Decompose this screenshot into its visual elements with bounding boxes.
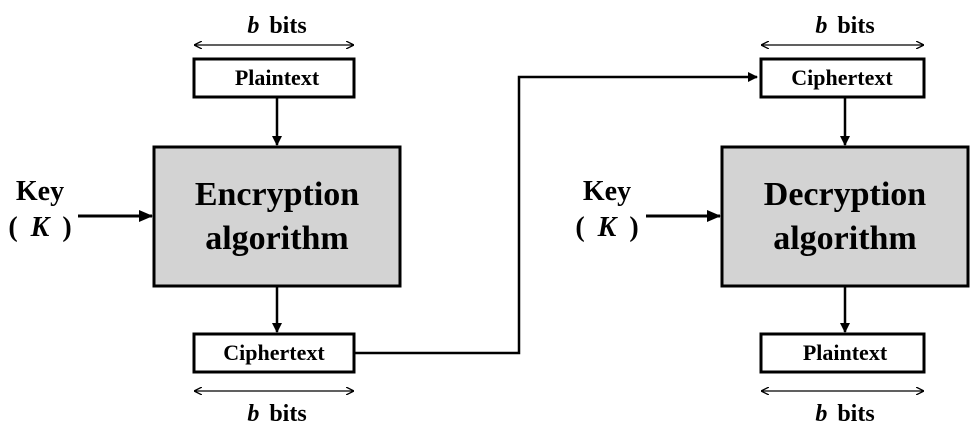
decryption-algorithm-box	[720, 145, 970, 288]
encryption-plaintext-box	[192, 57, 356, 99]
encryption-plaintext-label: Plaintext	[235, 65, 320, 90]
encryption-bits-top-label: b bits	[247, 13, 306, 39]
decryption-plaintext-box	[759, 332, 926, 374]
encryption-ciphertext-box	[192, 332, 356, 374]
encryption-algorithm-box	[152, 145, 402, 288]
encryption-key-symbol: ( K )	[8, 212, 71, 243]
encryption-algorithm-title-line2: algorithm	[205, 220, 349, 257]
decryption-bits-top-label: b bits	[815, 13, 874, 39]
decryption-algorithm-title-line2: algorithm	[773, 220, 917, 257]
decryption-key-label: Key	[583, 176, 631, 207]
decryption-bits-bottom-label: b bits	[815, 401, 874, 427]
decryption-ciphertext-label: Ciphertext	[791, 65, 893, 90]
decryption-ciphertext-box	[759, 57, 926, 99]
encryption-key-label: Key	[16, 176, 64, 207]
encryption-algorithm-title-line1: Encryption	[195, 176, 359, 213]
decryption-key-symbol: ( K )	[575, 212, 638, 243]
ciphertext-transmission-connector	[354, 72, 758, 355]
encryption-ciphertext-label: Ciphertext	[223, 340, 325, 365]
decryption-section: b bits Ciphertext Decryption algorithm K…	[575, 13, 970, 427]
encryption-section: b bits Plaintext Encryption algorithm Ke…	[8, 13, 402, 427]
decryption-plaintext-label: Plaintext	[803, 340, 888, 365]
encryption-bits-bottom-label: b bits	[247, 401, 306, 427]
decryption-algorithm-title-line1: Decryption	[764, 176, 927, 213]
